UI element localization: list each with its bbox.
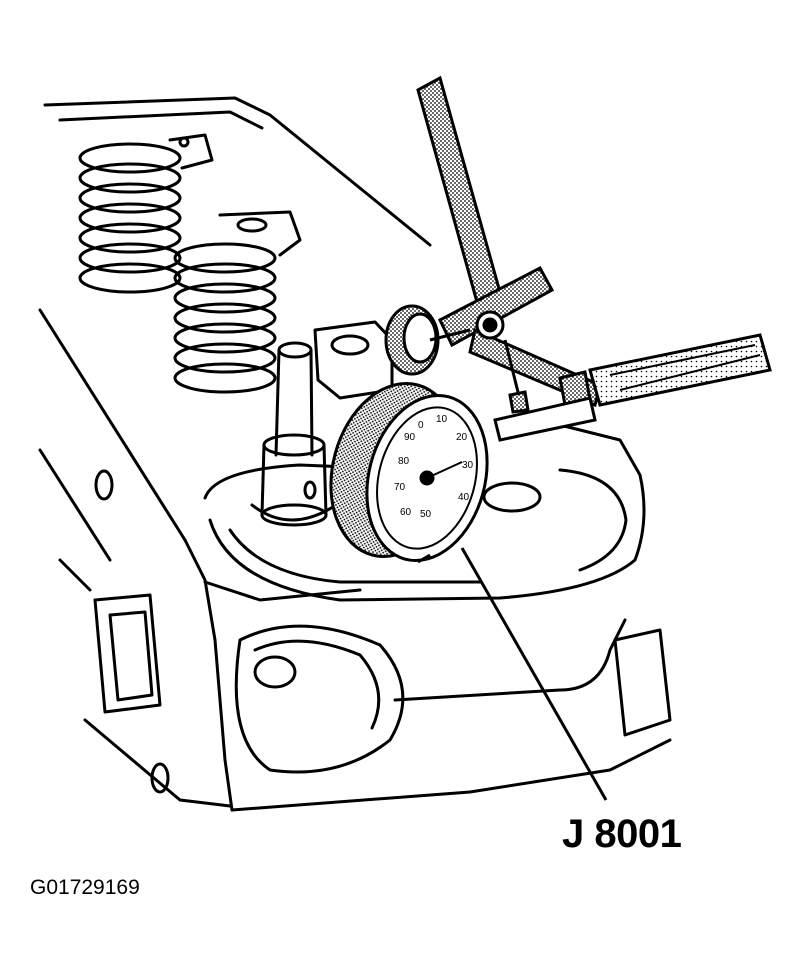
dial-indicator-back [384,304,471,376]
figure-id: G01729169 [30,876,140,899]
dial-number: 20 [456,432,468,443]
side-bolt-holes [94,469,170,794]
dial-number: 60 [400,507,412,518]
valve-stem [250,341,338,527]
dial-number: 70 [394,482,406,493]
stud-block [313,320,394,400]
tool-callout-label: J 8001 [562,812,682,856]
dial-number: 90 [404,432,416,443]
valve-spring-left [78,133,214,294]
port-opening [234,618,672,774]
dial-number: 40 [458,492,470,503]
valve-spring-right [173,210,302,394]
cylinder-head-body [38,96,672,812]
top-deck [203,418,646,602]
dial-number: 50 [420,509,432,520]
dial-number: 0 [418,420,424,431]
indicator-rod [416,75,772,442]
dial-number: 80 [398,456,410,467]
callout-leader-line [460,547,608,801]
dial-scale-numbers: 10 20 30 40 50 60 70 80 90 0 [394,414,474,520]
dial-indicator-gauge [329,381,489,564]
dial-number: 30 [462,460,474,471]
dial-number: 10 [436,414,448,425]
